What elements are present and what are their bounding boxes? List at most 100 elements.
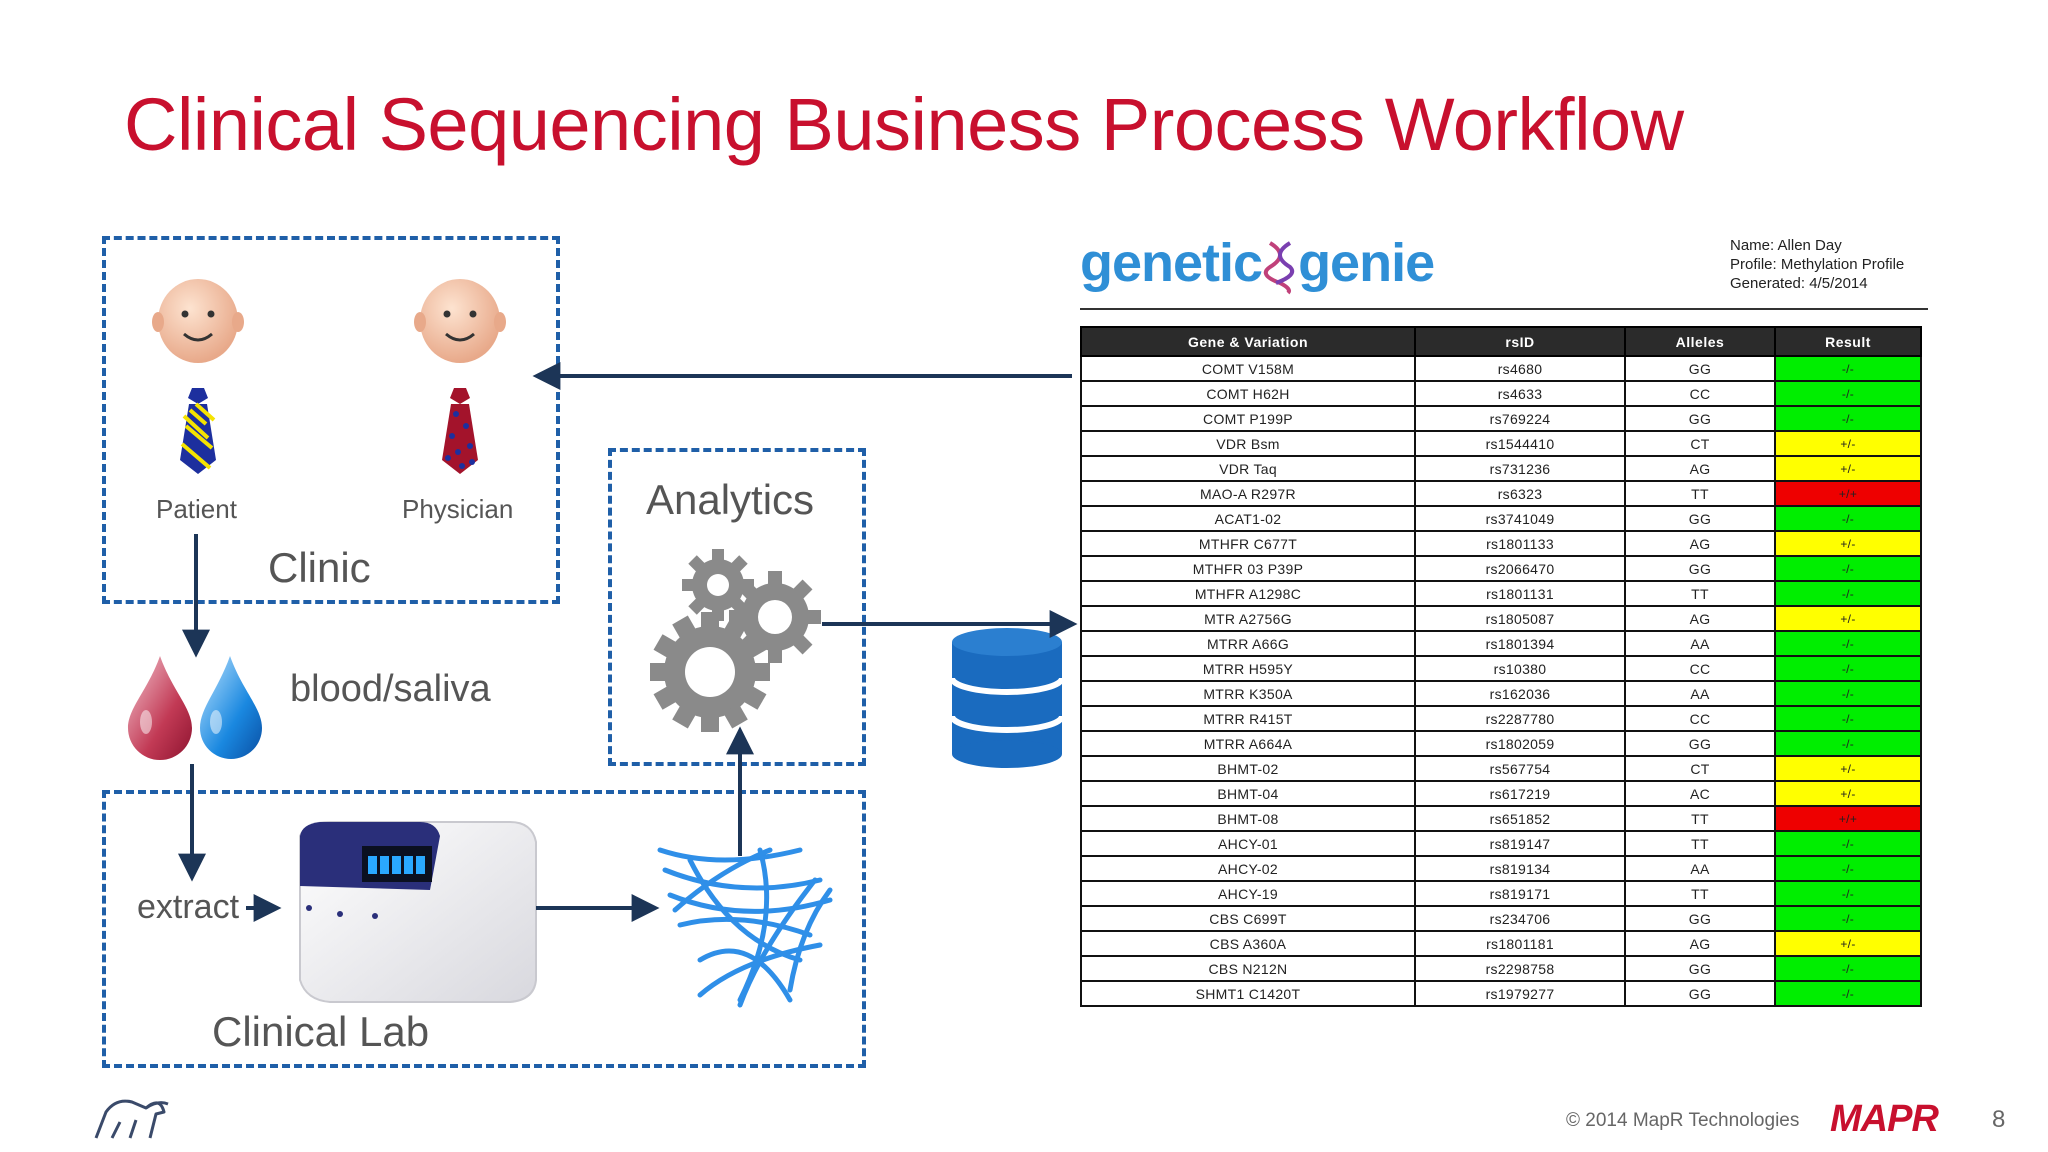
cell-alleles: AG xyxy=(1624,930,1776,957)
cell-result: -/- xyxy=(1774,830,1922,857)
cell-result: +/+ xyxy=(1774,480,1922,507)
dna-helix-icon xyxy=(1263,241,1295,295)
cell-alleles: CC xyxy=(1624,655,1776,682)
cell-gene: MTRR A664A xyxy=(1080,730,1416,757)
cell-gene: BHMT-08 xyxy=(1080,805,1416,832)
clinic-box xyxy=(102,236,560,604)
extract-label: extract xyxy=(137,888,240,926)
cell-result: -/- xyxy=(1774,730,1922,757)
cell-gene: AHCY-19 xyxy=(1080,880,1416,907)
genetic-genie-report: genetic genie Name: Allen Day Profile: M… xyxy=(1070,222,1940,1062)
cell-rsid: rs567754 xyxy=(1414,755,1626,782)
cell-alleles: TT xyxy=(1624,480,1776,507)
cell-result: -/- xyxy=(1774,580,1922,607)
cell-alleles: GG xyxy=(1624,505,1776,532)
cell-rsid: rs1801131 xyxy=(1414,580,1626,607)
cell-result: +/- xyxy=(1774,455,1922,482)
cell-alleles: CC xyxy=(1624,705,1776,732)
logo-text-right: genie xyxy=(1298,233,1435,293)
cell-gene: CBS N212N xyxy=(1080,955,1416,982)
elephant-logo-icon xyxy=(94,1099,169,1139)
cell-alleles: AA xyxy=(1624,630,1776,657)
patient-label: Patient xyxy=(156,494,237,524)
cell-gene: CBS A360A xyxy=(1080,930,1416,957)
footer-copyright: © 2014 MapR Technologies xyxy=(1566,1110,1800,1131)
cell-alleles: GG xyxy=(1624,730,1776,757)
cell-result: -/- xyxy=(1774,880,1922,907)
sequencer-machine-icon xyxy=(299,821,537,1003)
cell-rsid: rs234706 xyxy=(1414,905,1626,932)
cell-alleles: AG xyxy=(1624,455,1776,482)
sequence-reads-icon xyxy=(657,847,833,1008)
cell-rsid: rs1805087 xyxy=(1414,605,1626,632)
cell-result: +/- xyxy=(1774,605,1922,632)
cell-rsid: rs731236 xyxy=(1414,455,1626,482)
cell-rsid: rs1801133 xyxy=(1414,530,1626,557)
report-divider xyxy=(1080,308,1928,310)
cell-result: -/- xyxy=(1774,380,1922,407)
cell-gene: MAO-A R297R xyxy=(1080,480,1416,507)
cell-rsid: rs3741049 xyxy=(1414,505,1626,532)
cell-rsid: rs617219 xyxy=(1414,780,1626,807)
cell-gene: VDR Taq xyxy=(1080,455,1416,482)
mapr-logo: MAPR xyxy=(1830,1098,1939,1140)
saliva-drop-icon xyxy=(200,656,262,759)
cell-result: +/- xyxy=(1774,930,1922,957)
cell-rsid: rs651852 xyxy=(1414,805,1626,832)
report-name: Name: Allen Day xyxy=(1730,237,1842,254)
column-header: Result xyxy=(1774,326,1922,357)
cell-rsid: rs819147 xyxy=(1414,830,1626,857)
cell-gene: MTRR R415T xyxy=(1080,705,1416,732)
cell-result: +/+ xyxy=(1774,805,1922,832)
cell-alleles: GG xyxy=(1624,980,1776,1007)
cell-result: +/- xyxy=(1774,755,1922,782)
cell-rsid: rs1802059 xyxy=(1414,730,1626,757)
cell-result: -/- xyxy=(1774,630,1922,657)
cell-gene: AHCY-02 xyxy=(1080,855,1416,882)
cell-alleles: GG xyxy=(1624,555,1776,582)
cell-gene: BHMT-02 xyxy=(1080,755,1416,782)
cell-alleles: AC xyxy=(1624,780,1776,807)
cell-alleles: GG xyxy=(1624,355,1776,382)
cell-alleles: GG xyxy=(1624,905,1776,932)
clinical-lab-label: Clinical Lab xyxy=(212,1008,430,1055)
cell-rsid: rs769224 xyxy=(1414,405,1626,432)
cell-alleles: GG xyxy=(1624,405,1776,432)
cell-result: -/- xyxy=(1774,955,1922,982)
cell-gene: COMT V158M xyxy=(1080,355,1416,382)
report-generated: Generated: 4/5/2014 xyxy=(1730,275,1868,292)
cell-alleles: TT xyxy=(1624,830,1776,857)
cell-gene: COMT H62H xyxy=(1080,380,1416,407)
cell-result: -/- xyxy=(1774,705,1922,732)
cell-rsid: rs2066470 xyxy=(1414,555,1626,582)
cell-rsid: rs819171 xyxy=(1414,880,1626,907)
cell-result: -/- xyxy=(1774,905,1922,932)
cell-gene: MTRR K350A xyxy=(1080,680,1416,707)
clinic-label: Clinic xyxy=(268,544,371,591)
cell-gene: ACAT1-02 xyxy=(1080,505,1416,532)
cell-rsid: rs1544410 xyxy=(1414,430,1626,457)
cell-rsid: rs1979277 xyxy=(1414,980,1626,1007)
column-header: rsID xyxy=(1414,326,1626,357)
cell-gene: MTHFR 03 P39P xyxy=(1080,555,1416,582)
cell-rsid: rs2298758 xyxy=(1414,955,1626,982)
analytics-label: Analytics xyxy=(646,476,815,523)
